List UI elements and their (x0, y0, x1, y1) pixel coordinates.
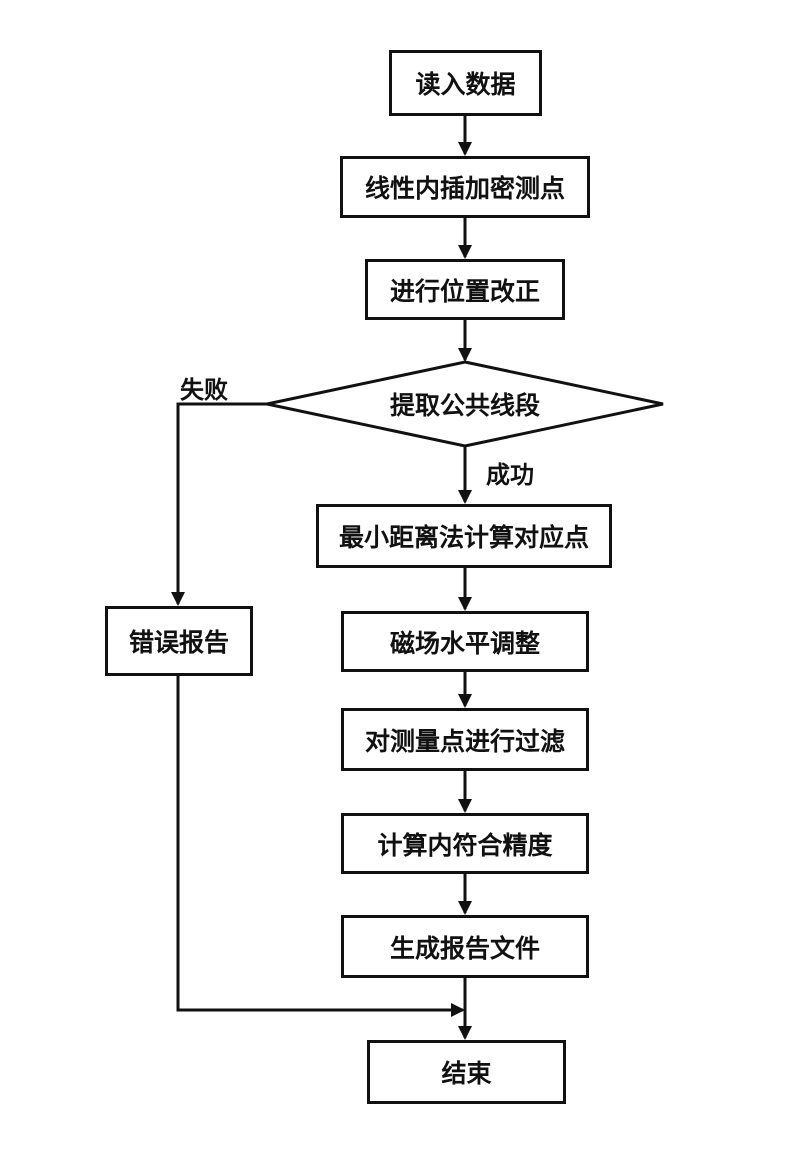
step-error-report: 错误报告 (105, 606, 253, 676)
step-filter: 对测量点进行过滤 (341, 708, 589, 771)
step-end: 结束 (367, 1040, 566, 1104)
step-read-data: 读入数据 (389, 50, 542, 116)
step-position-correction: 进行位置改正 (365, 259, 565, 320)
step-internal-accuracy: 计算内符合精度 (341, 813, 589, 874)
arrow-extract-to-error (171, 402, 267, 606)
edge-label-success: 成功 (486, 461, 534, 489)
step-generate-report: 生成报告文件 (341, 915, 589, 978)
decision-extract-segment-label: 提取公共线段 (389, 391, 540, 420)
arrow-error-to-end (176, 676, 465, 1017)
edge-label-fail: 失败 (180, 376, 228, 404)
step-min-distance: 最小距离法计算对应点 (316, 504, 612, 568)
step-magnetic-leveling: 磁场水平调整 (341, 611, 589, 672)
step-interpolate: 线性内插加密测点 (340, 156, 590, 218)
